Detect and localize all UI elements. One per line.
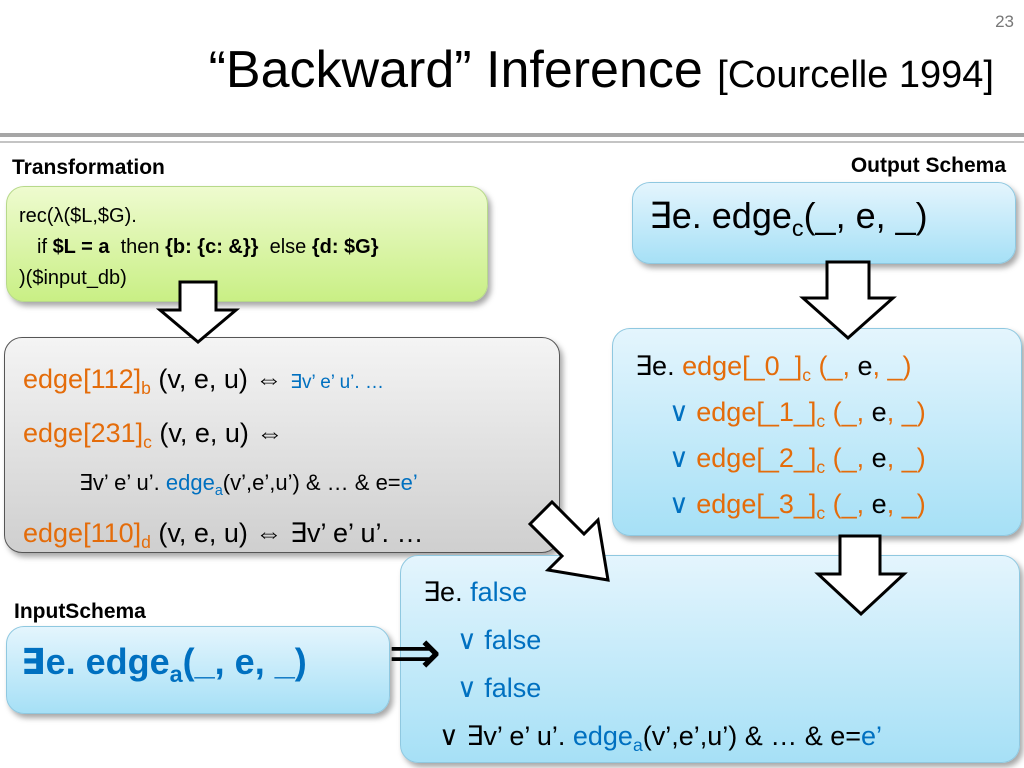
slide-number: 23 <box>995 12 1014 31</box>
output-expansion-box: ∃e. edge[_0_]c (_, e, _) ∨ edge[_1_]c (_… <box>612 328 1022 536</box>
implies-symbol: ⇒ <box>388 616 442 688</box>
page-title: “Backward” Inference [Courcelle 1994] <box>209 40 994 100</box>
divider <box>0 133 1024 137</box>
result-line-1: ∃e. false <box>423 577 528 607</box>
input-schema-formula: ∃e. edgea(_, e, _) <box>21 641 307 688</box>
expansion-line-2: ∨ edge[_1_]c (_, e, _) <box>669 397 926 432</box>
output-schema-label: Output Schema <box>850 154 1006 177</box>
transformation-label: Transformation <box>12 156 165 179</box>
transformation-line-2: if $L = a then {b: {c: &}} else {d: $G} <box>37 236 379 258</box>
input-schema-label: InputSchema <box>14 600 146 623</box>
down-arrow-icon <box>799 260 897 341</box>
result-line-3: ∨ false <box>457 673 542 703</box>
edge-line-1: edge[112]b (v, e, u) ⇔ ∃v’ e’ u’. … <box>23 364 384 399</box>
result-line-4: ∨ ∃v’ e’ u’. edgea(v’,e’,u’) & … & e=e’ <box>439 721 883 756</box>
divider <box>0 141 1024 143</box>
down-arrow-icon <box>155 280 241 344</box>
title-main: “Backward” Inference <box>208 41 703 99</box>
edge-line-4: edge[110]d (v, e, u) ⇔ ∃v’ e’ u’. … <box>23 518 424 553</box>
result-line-2: ∨ false <box>457 625 542 655</box>
transformation-line-1: rec(λ($L,$G). <box>19 205 137 227</box>
down-arrow-icon <box>814 534 908 617</box>
diagonal-arrow-icon <box>527 499 610 582</box>
output-schema-formula: ∃e. edgec(_, e, _) <box>649 195 928 242</box>
expansion-line-1: ∃e. edge[_0_]c (_, e, _) <box>635 351 912 386</box>
edge-line-2: edge[231]c (v, e, u) ⇔ <box>23 418 284 453</box>
expansion-line-4: ∨ edge[_3_]c (_, e, _) <box>669 489 926 524</box>
input-schema-box: ∃e. edgea(_, e, _) <box>6 626 390 714</box>
output-schema-box: ∃e. edgec(_, e, _) <box>632 182 1016 264</box>
result-box: ∃e. false ∨ false ∨ false ∨ ∃v’ e’ u’. e… <box>400 555 1020 763</box>
title-citation: [Courcelle 1994] <box>717 54 994 96</box>
edges-box: edge[112]b (v, e, u) ⇔ ∃v’ e’ u’. … edge… <box>4 337 560 553</box>
transformation-line-3: )($input_db) <box>19 267 127 289</box>
edge-line-3: ∃v’ e’ u’. edgea(v’,e’,u’) & … & e=e’ <box>79 470 418 499</box>
transformation-box: rec(λ($L,$G). if $L = a then {b: {c: &}}… <box>6 186 488 302</box>
expansion-line-3: ∨ edge[_2_]c (_, e, _) <box>669 443 926 478</box>
